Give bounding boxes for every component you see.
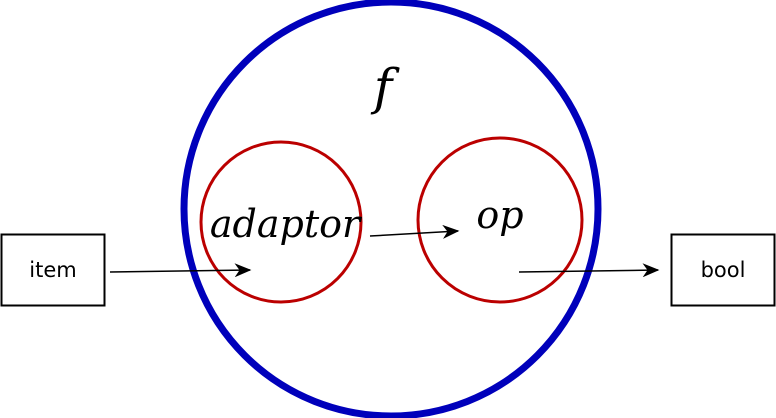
op-label: op — [476, 193, 523, 237]
adaptor-label: adaptor — [210, 202, 363, 246]
arrow-op-to-bool — [518, 263, 660, 278]
adaptor-circle — [199, 140, 363, 304]
output-box-label: bool — [701, 258, 746, 282]
outer-function-circle — [180, 0, 602, 418]
op-circle — [416, 136, 584, 304]
output-box — [670, 233, 776, 307]
input-box — [0, 233, 106, 307]
arrow-item-to-adaptor — [109, 263, 252, 278]
input-box-label: item — [29, 258, 76, 282]
arrow-adaptor-to-op — [369, 224, 460, 239]
outer-function-label: f — [370, 58, 400, 116]
